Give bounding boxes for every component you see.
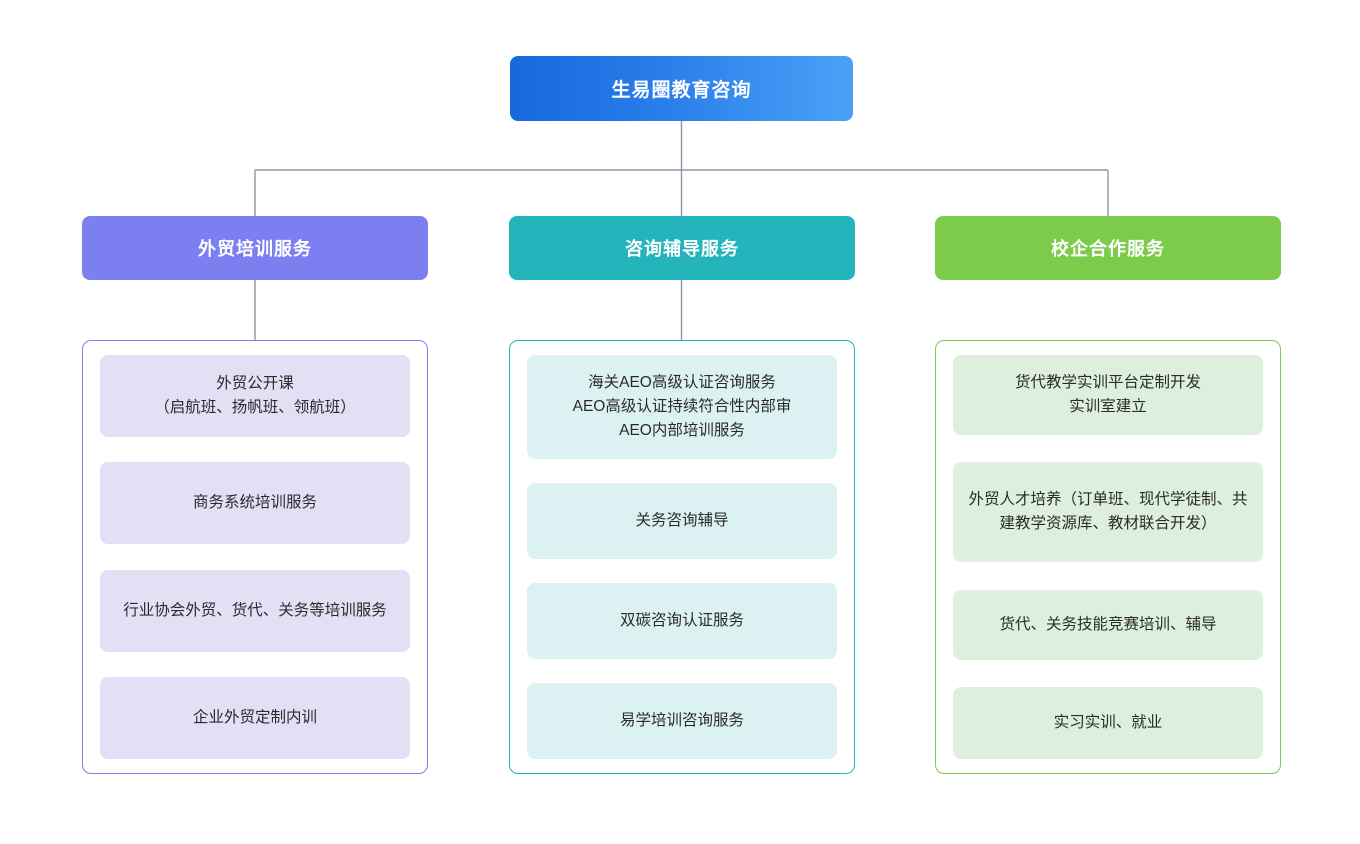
branch-2-item-2[interactable]: 关务咨询辅导 (527, 483, 837, 559)
branch-1-items-container: 外贸公开课 （启航班、扬帆班、领航班） 商务系统培训服务 行业协会外贸、货代、关… (82, 340, 428, 774)
branch-header-1[interactable]: 外贸培训服务 (82, 216, 428, 280)
branch-header-2[interactable]: 咨询辅导服务 (509, 216, 855, 280)
branch-header-2-label: 咨询辅导服务 (625, 239, 739, 259)
branch-header-3-label: 校企合作服务 (1051, 239, 1165, 259)
branch-3-item-2[interactable]: 外贸人才培养（订单班、现代学徒制、共建教学资源库、教材联合开发） (953, 462, 1263, 563)
branch-1-item-1[interactable]: 外贸公开课 （启航班、扬帆班、领航班） (100, 355, 410, 437)
branch-2-item-3[interactable]: 双碳咨询认证服务 (527, 583, 837, 659)
branch-3-items-container: 货代教学实训平台定制开发 实训室建立 外贸人才培养（订单班、现代学徒制、共建教学… (935, 340, 1281, 774)
branch-2-items-container: 海关AEO高级认证咨询服务 AEO高级认证持续符合性内部审 AEO内部培训服务 … (509, 340, 855, 774)
branch-1-item-4[interactable]: 企业外贸定制内训 (100, 676, 410, 759)
root-node-label: 生易圈教育咨询 (611, 80, 752, 101)
branch-1-item-3[interactable]: 行业协会外贸、货代、关务等培训服务 (100, 569, 410, 652)
branch-2-item-4[interactable]: 易学培训咨询服务 (527, 683, 837, 759)
branch-column-1: 外贸培训服务 外贸公开课 （启航班、扬帆班、领航班） 商务系统培训服务 行业协会… (82, 216, 428, 774)
branch-header-3[interactable]: 校企合作服务 (935, 216, 1281, 280)
branch-3-item-3[interactable]: 货代、关务技能竞赛培训、辅导 (953, 589, 1263, 660)
root-node[interactable]: 生易圈教育咨询 (510, 56, 853, 121)
branch-2-item-1[interactable]: 海关AEO高级认证咨询服务 AEO高级认证持续符合性内部审 AEO内部培训服务 (527, 355, 837, 459)
branch-3-item-4[interactable]: 实习实训、就业 (953, 686, 1263, 759)
branch-3-item-1[interactable]: 货代教学实训平台定制开发 实训室建立 (953, 355, 1263, 435)
branch-header-1-label: 外贸培训服务 (198, 239, 312, 259)
branch-column-3: 校企合作服务 货代教学实训平台定制开发 实训室建立 外贸人才培养（订单班、现代学… (935, 216, 1281, 774)
branch-column-2: 咨询辅导服务 海关AEO高级认证咨询服务 AEO高级认证持续符合性内部审 AEO… (509, 216, 855, 774)
branch-1-item-2[interactable]: 商务系统培训服务 (100, 462, 410, 545)
